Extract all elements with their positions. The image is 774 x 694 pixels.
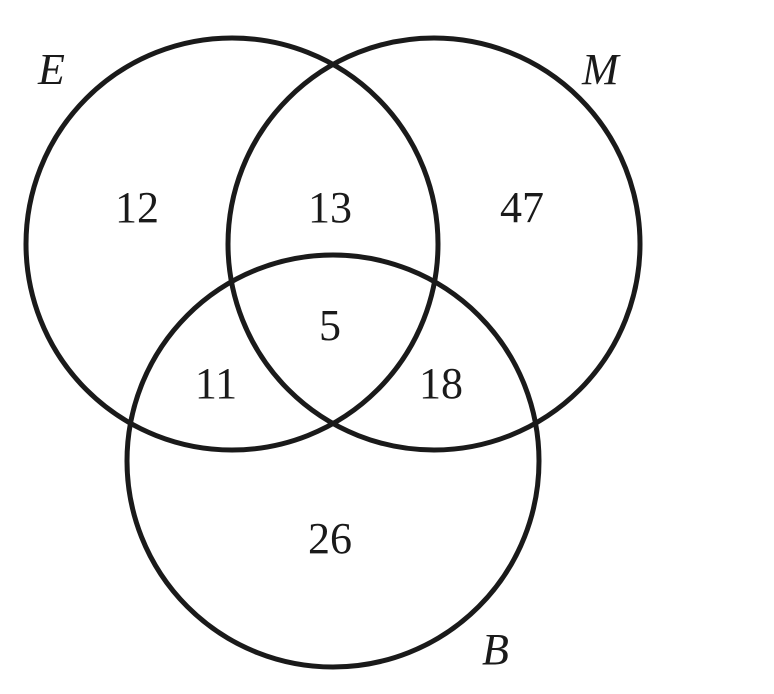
region-e-m-b-count: 5 (319, 301, 341, 350)
set-e-circle (23, 35, 441, 453)
region-e-and-m-count: 13 (308, 183, 352, 232)
region-m-only-count: 47 (500, 183, 544, 232)
set-b-label: B (482, 625, 509, 674)
set-b-circle (124, 252, 542, 670)
region-m-and-b-count: 18 (419, 359, 463, 408)
region-e-only-count: 12 (115, 183, 159, 232)
set-e-label: E (37, 45, 65, 94)
region-b-only-count: 26 (308, 514, 352, 563)
region-e-and-b-count: 11 (195, 359, 237, 408)
set-m-label: M (581, 45, 621, 94)
set-m-circle (225, 35, 643, 453)
